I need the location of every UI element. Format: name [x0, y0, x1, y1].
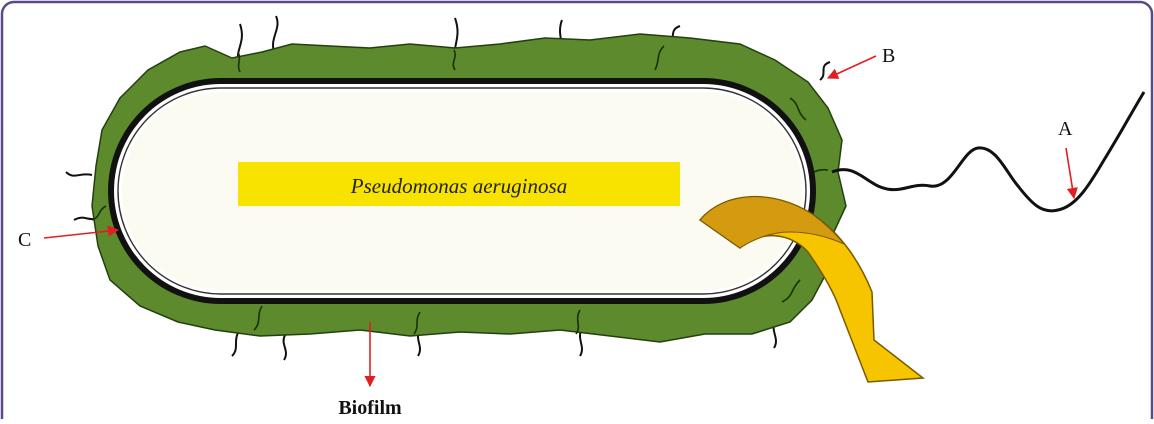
flagellum — [832, 92, 1144, 211]
arrow-a — [1066, 148, 1074, 198]
label-a: A — [1058, 118, 1073, 140]
label-biofilm: Biofilm — [338, 397, 402, 419]
arrow-b — [828, 56, 876, 78]
label-c: C — [18, 229, 31, 251]
label-b: B — [882, 45, 895, 67]
species-label: Pseudomonas aeruginosa — [350, 174, 567, 198]
